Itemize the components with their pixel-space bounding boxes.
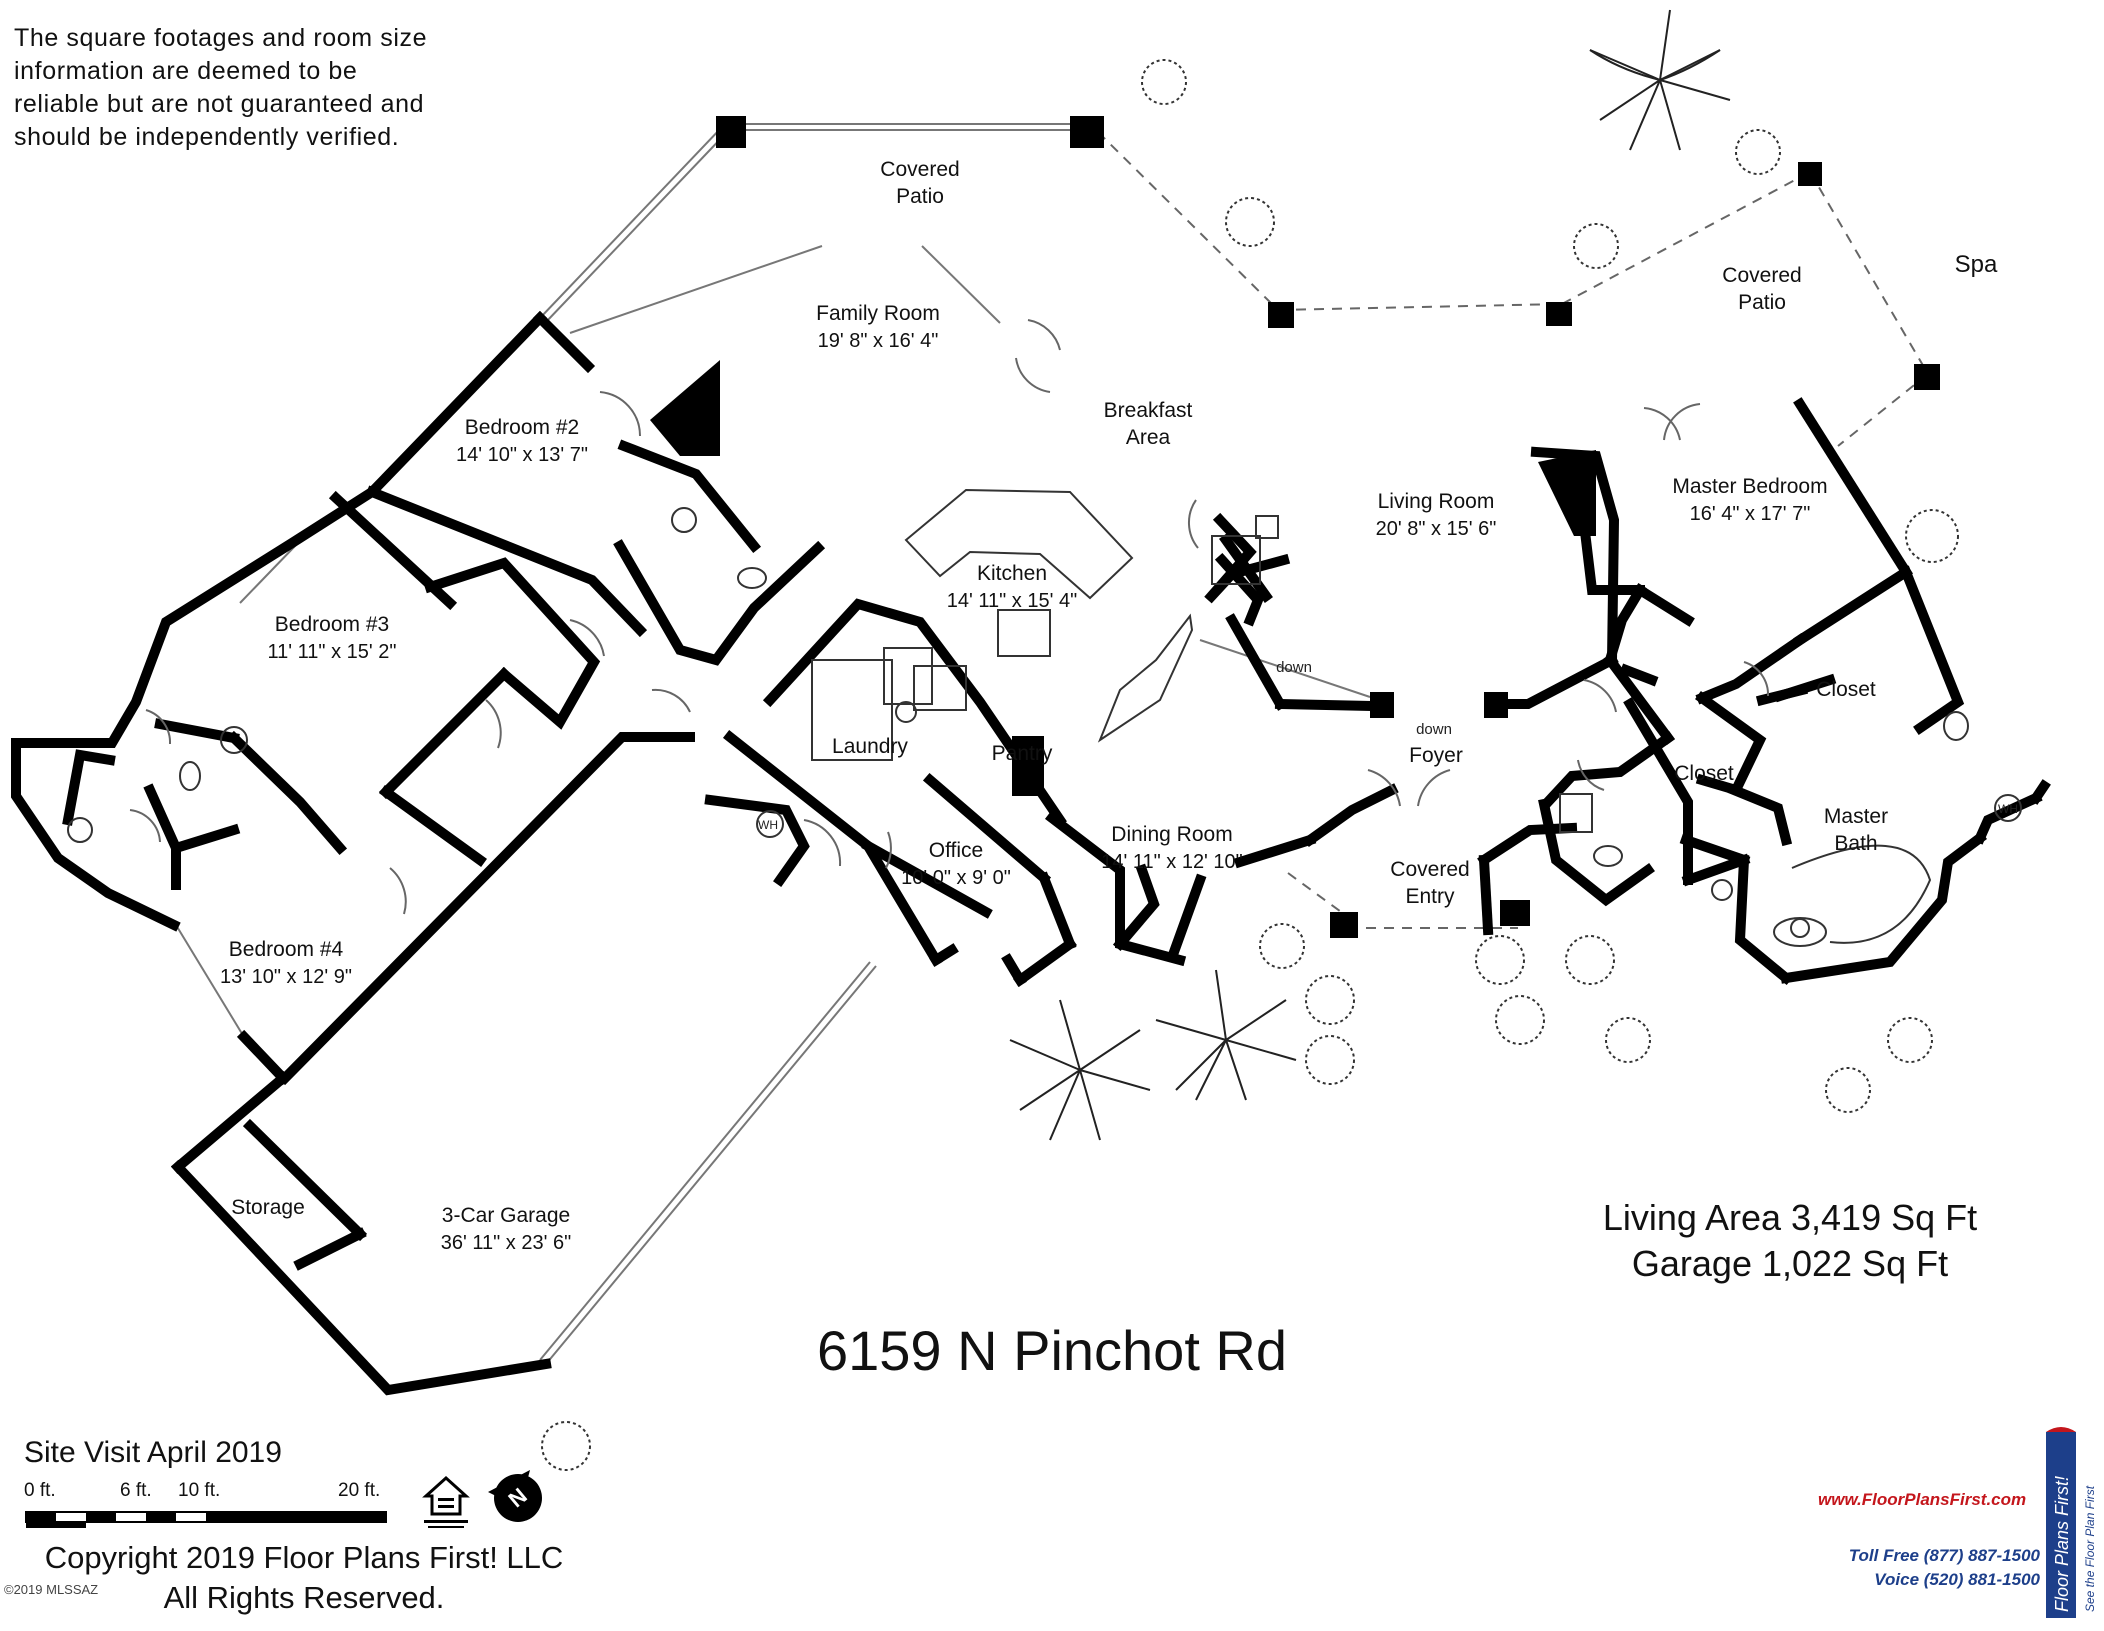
kitchen-dims: 14' 11" x 15' 4" <box>947 590 1077 612</box>
dining-room-dims: 14' 11" x 12' 10" <box>1101 851 1243 873</box>
voice-phone: Voice (520) 881-1500 <box>1874 1570 2040 1589</box>
pantry-name: Pantry <box>992 742 1053 765</box>
floorplansfirst-logo: Floor Plans First! See the Floor Plan Fi… <box>2046 1427 2097 1618</box>
covered-entry-name: Entry <box>1405 885 1455 908</box>
breakfast-area-name: Breakfast <box>1104 399 1193 422</box>
property-address: 6159 N Pinchot Rd <box>816 1319 1288 1382</box>
toll-free-phone: Toll Free (877) 887-1500 <box>1848 1546 2040 1565</box>
office-name: Office <box>929 839 983 862</box>
copyright-line: Copyright 2019 Floor Plans First! LLC <box>44 1540 564 1575</box>
living-room-name: Living Room <box>1378 490 1495 513</box>
master-bedroom-dims: 16' 4" x 17' 7" <box>1690 503 1811 525</box>
mls-notice: ©2019 MLSSAZ <box>4 1582 99 1597</box>
covered-patio-1-name: Covered <box>880 158 959 181</box>
disclaimer-line: The square footages and room size <box>14 24 428 52</box>
window-lines <box>175 123 1371 1365</box>
disclaimer-line: information are deemed to be <box>14 57 358 85</box>
office-dims: 10' 0" x 9' 0" <box>901 867 1011 889</box>
scale-label-10: 10 ft. <box>178 1480 221 1501</box>
bath-fixtures <box>67 507 2022 947</box>
family-room-dims: 19' 8" x 16' 4" <box>818 330 939 352</box>
site-visit: Site Visit April 2019 <box>24 1436 282 1469</box>
garage-dims: 36' 11" x 23' 6" <box>441 1232 571 1254</box>
logo-name: Floor Plans First! <box>2052 1476 2072 1612</box>
bedroom2-name: Bedroom #2 <box>465 416 579 439</box>
master-bath-name: Bath <box>1834 832 1877 855</box>
master-bedroom-name: Master Bedroom <box>1672 475 1827 498</box>
covered-patio-1-name: Patio <box>896 185 944 208</box>
door-swings <box>129 319 1770 915</box>
down-label-left: down <box>1276 659 1312 676</box>
area-summary: Living Area 3,419 Sq Ft Garage 1,022 Sq … <box>1540 1195 2040 1287</box>
scale-label-6: 6 ft. <box>120 1480 152 1501</box>
kitchen-name: Kitchen <box>977 562 1047 585</box>
living-area: Living Area 3,419 Sq Ft <box>1602 1197 1978 1238</box>
bedroom3-name: Bedroom #3 <box>275 613 389 636</box>
water-heater-label-right: WH <box>1998 802 2018 816</box>
scale-label-0: 0 ft. <box>24 1480 56 1501</box>
logo-tagline: See the Floor Plan First <box>2083 1485 2097 1612</box>
shrubs <box>541 59 1959 1471</box>
family-room-name: Family Room <box>816 302 940 325</box>
foyer-name: Foyer <box>1409 744 1463 767</box>
columns <box>650 116 1940 938</box>
garage-name: 3-Car Garage <box>442 1204 570 1227</box>
bedroom4-name: Bedroom #4 <box>229 938 344 961</box>
spa-name: Spa <box>1955 251 1998 278</box>
patio-outlines <box>1097 131 1929 929</box>
covered-entry-name: Covered <box>1390 858 1469 881</box>
dining-room-name: Dining Room <box>1111 823 1232 846</box>
garage-area: Garage 1,022 Sq Ft <box>1631 1243 1949 1284</box>
copyright-line: All Rights Reserved. <box>163 1580 445 1615</box>
bedroom3-dims: 11' 11" x 15' 2" <box>268 641 397 663</box>
water-heater-label-left: WH <box>758 818 778 832</box>
brand-url-link[interactable]: www.FloorPlansFirst.com <box>1818 1490 2027 1509</box>
disclaimer-line: reliable but are not guaranteed and <box>14 90 425 118</box>
breakfast-area-name: Area <box>1126 426 1171 449</box>
disclaimer-line: should be independently verified. <box>14 123 400 151</box>
scale-labels: 0 ft. 6 ft. 10 ft. 20 ft. <box>24 1480 404 1506</box>
covered-patio-2-name: Covered <box>1722 264 1801 287</box>
closet1-name: Closet <box>1816 678 1876 701</box>
bedroom4-dims: 13' 10" x 12' 9" <box>220 966 352 988</box>
storage-name: Storage <box>231 1196 305 1219</box>
bedroom2-dims: 14' 10" x 13' 7" <box>456 444 588 466</box>
closet2-name: Closet <box>1674 762 1734 785</box>
room-labels: Covered Patio Covered Patio Spa Family R… <box>220 158 2018 1254</box>
north-arrow-icon: N <box>488 1470 542 1522</box>
master-bath-name: Master <box>1824 805 1888 828</box>
palm-trees <box>1009 9 1731 1141</box>
walls <box>11 310 2051 1396</box>
copyright: Copyright 2019 Floor Plans First! LLC Al… <box>24 1538 584 1618</box>
disclaimer: The square footages and room size inform… <box>14 22 474 154</box>
scale-label-20: 20 ft. <box>338 1480 381 1501</box>
living-room-dims: 20' 8" x 15' 6" <box>1376 518 1497 540</box>
equal-housing-icon <box>422 1475 470 1528</box>
kitchen-counters <box>811 488 1279 761</box>
covered-patio-2-name: Patio <box>1738 291 1786 314</box>
scale-bar <box>25 1511 387 1528</box>
laundry-name: Laundry <box>832 735 908 758</box>
down-label-center: down <box>1416 721 1452 738</box>
brand-phones: Toll Free (877) 887-1500 Voice (520) 881… <box>1818 1544 2040 1592</box>
